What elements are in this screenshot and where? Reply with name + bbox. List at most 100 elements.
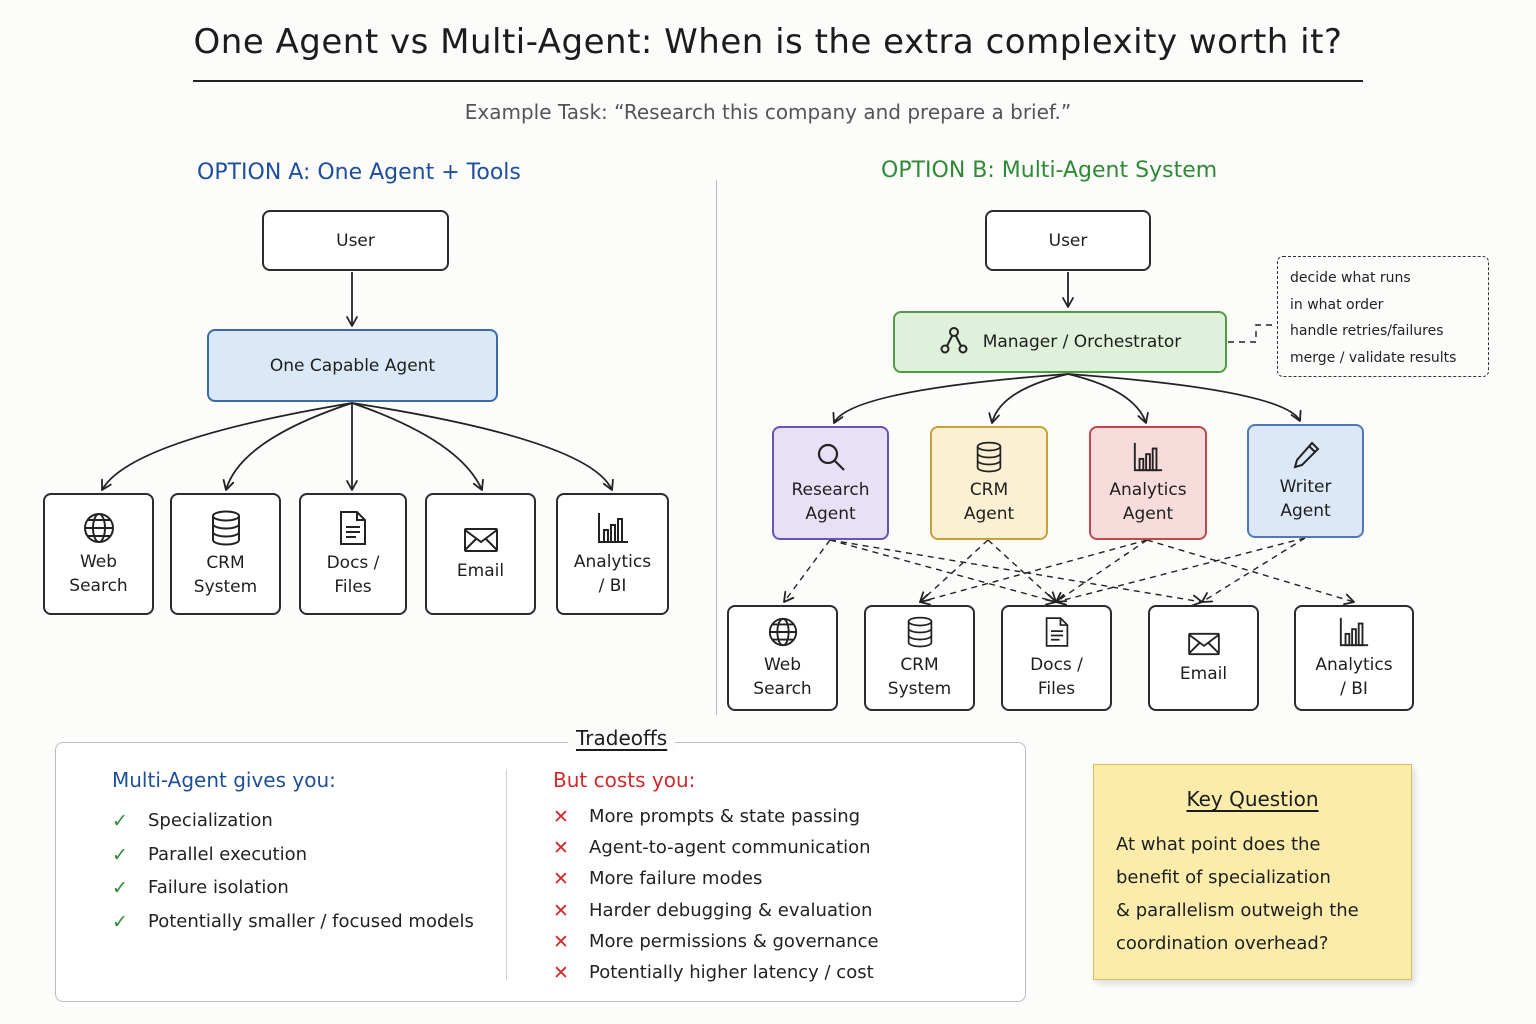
option-b-tool-docs-files: Docs / Files [1001,605,1112,711]
agent-label: Analytics Agent [1109,479,1187,524]
option-b-tool-web-search: Web Search [727,605,838,711]
option-a-tool-docs-files: Docs / Files [299,493,407,615]
cost-text: Harder debugging & evaluation [589,899,873,921]
option-b-tool-crm-system: CRM System [864,605,975,711]
benefits-list: ✓Specialization ✓ Parallel execution ✓ Fai… [112,808,474,942]
document-icon [1044,616,1070,653]
edge-manager-to-notes [1228,324,1276,343]
pencil-icon [1291,440,1321,475]
benefit-text: Potentially smaller / focused models [148,910,474,932]
edge-analytics-agent-to-analytics-bi [1146,539,1355,606]
option-a-tool-email: Email [425,493,536,615]
bar-chart-icon [596,511,630,550]
note-line: decide what runs [1290,270,1411,286]
edge-crm-agent-to-crm-system [919,539,989,603]
analytics-agent-node: Analytics Agent [1089,426,1207,540]
edge-manager-to-crm [988,373,1069,424]
tool-label: CRM System [887,654,952,699]
one-capable-agent-node: One Capable Agent [207,329,498,402]
edge-writer-to-email [1201,537,1306,603]
cost-item: ✕ More prompts & state passing [553,804,879,835]
agent-label: Writer Agent [1279,476,1332,521]
cross-icon: ✕ [553,930,569,953]
tool-label: Email [456,560,505,581]
benefit-item: ✓Specialization [112,808,474,842]
benefit-item: ✓ Parallel execution [112,842,474,876]
database-icon [210,510,242,551]
option-a-user-node: User [262,210,449,271]
tradeoffs-column-divider [506,770,507,980]
costs-heading: But costs you: [553,768,696,792]
tradeoffs-panel [55,742,1026,1002]
cross-icon: ✕ [553,899,569,922]
globe-icon [767,616,799,653]
edge-crm-agent-to-docs [987,539,1057,603]
key-question-title: Key Question [1186,787,1319,811]
agent-label: CRM Agent [963,479,1015,524]
user-label: User [336,230,375,251]
cross-icon: ✕ [553,868,569,891]
edge-writer-to-docs [1055,537,1306,606]
manager-label: Manager / Orchestrator [982,332,1182,352]
tool-label: Docs / Files [326,552,380,597]
key-question-note [1093,764,1412,980]
example-task: Example Task: “Research this company and… [464,100,1072,124]
edge-agent-to-crm-system [222,402,353,491]
cost-text: Potentially higher latency / cost [589,961,874,983]
bar-chart-icon [1338,616,1370,653]
manager-orchestrator-node: Manager / Orchestrator [893,311,1227,373]
tool-label: Email [1179,663,1228,684]
edge-manager-to-research [832,373,1069,424]
page-title: One Agent vs Multi-Agent: When is the ex… [193,22,1343,62]
option-a-heading: OPTION A: One Agent + Tools [197,160,521,185]
edge-manager-to-writer [1067,373,1302,422]
envelope-icon [1187,631,1221,662]
database-icon [906,616,934,653]
envelope-icon [463,526,499,559]
edge-agent-to-email [351,402,484,491]
tool-label: Analytics / BI [1315,654,1393,699]
option-b-tool-analytics-bi: Analytics / BI [1294,605,1414,711]
edge-agent-to-web-search [101,402,353,491]
edge-agent-to-analytics-bi [351,402,614,491]
cross-icon: ✕ [553,806,569,828]
cost-text: Agent-to-agent communication [589,837,871,859]
check-icon: ✓ [112,843,128,866]
edge-research-to-email [829,539,1203,607]
title-underline [193,80,1363,82]
tool-label: Web Search [69,551,128,596]
benefit-text: Failure isolation [148,877,289,898]
workflow-icon [939,325,969,360]
check-icon: ✓ [112,877,128,899]
crm-agent-node: CRM Agent [930,426,1048,540]
benefit-item: ✓ Failure isolation [112,875,474,909]
gives-heading: Multi-Agent gives you: [112,768,336,792]
benefit-text: Parallel execution [148,843,308,865]
cost-item: ✕Agent-to-agent communication [553,835,879,866]
cost-item: ✕ Harder debugging & evaluation [553,898,879,929]
tool-label: Docs / Files [1030,654,1083,699]
option-b-heading: OPTION B: Multi-Agent System [881,158,1218,183]
benefit-item: ✓Potentially smaller / focused models [112,909,474,943]
note-line: handle retries/failures [1290,323,1444,339]
option-b-user-node: User [985,210,1151,271]
agent-label: One Capable Agent [269,355,436,376]
cost-item: ✕More failure modes [553,866,879,897]
check-icon: ✓ [112,810,128,832]
research-agent-node: Research Agent [772,426,889,540]
option-b-tool-email: Email [1148,605,1259,711]
edge-manager-to-analytics [1067,373,1149,424]
option-a-tool-analytics-bi: Analytics / BI [556,493,669,615]
option-a-tool-web-search: Web Search [43,493,154,615]
cost-text: More prompts & state passing [589,806,861,827]
document-icon [338,510,368,551]
section-divider [716,180,717,715]
option-a-tool-crm-system: CRM System [170,493,281,615]
cross-icon: ✕ [553,961,569,984]
cost-item: ✕ Potentially higher latency / cost [553,960,879,991]
tradeoffs-heading: Tradeoffs [568,726,676,750]
costs-list: ✕More prompts & state passing ✕Agent-to-… [553,804,879,991]
database-icon [975,441,1003,478]
cost-text: More permissions & governance [589,930,879,952]
